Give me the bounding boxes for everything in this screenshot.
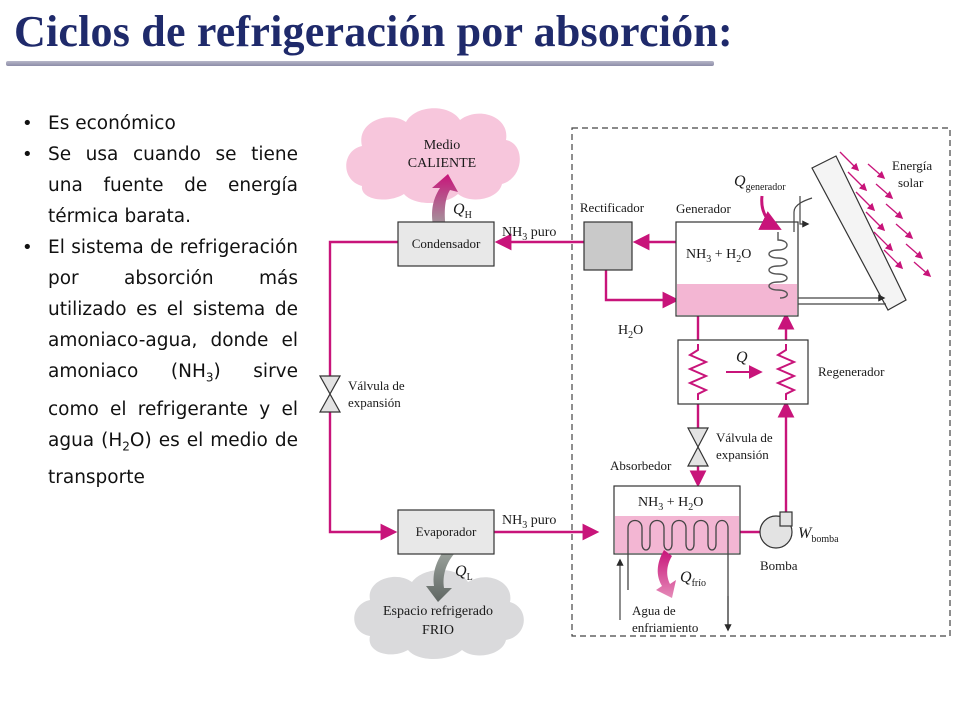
evaporator-box: Evaporador: [397, 509, 495, 555]
system-boundary: [571, 127, 951, 637]
absorber-box: Absorbedor NH3 + H2O Qfrío Agua de enfri…: [610, 458, 741, 635]
regenerator-box: Q Regenerador: [677, 339, 885, 405]
solar-inner-pipe: [799, 196, 810, 228]
q-l-label: QL: [455, 563, 473, 583]
cold-space-cloud: Espacio refrigerado FRIO: [354, 570, 524, 659]
left-valve-line1: Válvula de: [348, 378, 405, 393]
nh3-puro-bottom-label: NH3 puro: [502, 513, 556, 531]
bullet-text: ) sirve como el refrigerante y el agua (…: [48, 361, 299, 451]
hot-medium-cloud: Medio CALIENTE: [346, 108, 520, 203]
rectifier-box: Rectificador: [580, 200, 645, 271]
solar-collector: Energía solar: [793, 151, 932, 311]
condenser-box: Condensador: [397, 221, 495, 267]
solar-panel: [811, 155, 907, 311]
w-pump-label: Wbomba: [798, 525, 839, 545]
q-generator-arrow: [758, 195, 782, 230]
q-generator-label: Qgenerador: [734, 173, 786, 193]
slide-title: Ciclos de refrigeración por absorción:: [14, 7, 733, 56]
left-valve-line2: expansión: [348, 395, 401, 410]
hot-cloud-line2: CALIENTE: [408, 156, 476, 171]
rectifier-return-line: [604, 270, 680, 309]
q-h-label: QH: [453, 201, 472, 221]
cooling-water-line1: Agua de: [632, 603, 676, 618]
q-frio-arrow: [656, 550, 676, 598]
regenerator-coil-right: [775, 344, 797, 400]
condenser-label: Condensador: [412, 236, 481, 251]
title-underline: [6, 61, 714, 66]
condenser-to-valve-line: [328, 240, 398, 376]
absorber-coil: [627, 519, 729, 630]
cold-cloud-line2: FRIO: [422, 623, 454, 638]
right-valve-line2: expansión: [716, 447, 769, 462]
bullet-sistema-amoniaco: El sistema de refrigeración por absorció…: [22, 232, 298, 493]
rectifier-label: Rectificador: [580, 200, 645, 215]
regenerator-coil-left: [687, 344, 709, 400]
refrigerant-flow-lines: [328, 233, 795, 541]
absorber-label: Absorbedor: [610, 458, 672, 473]
cooling-water-line2: enfriamiento: [632, 620, 698, 635]
h2o-label: H2O: [618, 323, 643, 341]
right-expansion-valve: Válvula de expansión: [687, 427, 773, 467]
bullet-text: Es económico: [48, 113, 176, 134]
right-valve-line1: Válvula de: [716, 430, 773, 445]
pump-label: Bomba: [760, 558, 798, 573]
q-h-heat-arrow: QH: [432, 174, 472, 230]
cold-cloud-line1: Espacio refrigerado: [383, 604, 493, 619]
bullet-text: El sistema de refrigeración por absorció…: [48, 237, 298, 382]
hot-cloud-line1: Medio: [424, 138, 461, 153]
solar-rays: [839, 151, 932, 278]
absorber-mixture-label: NH3 + H2O: [638, 495, 703, 513]
generator-box: Generador NH3 + H2O Qgenerador: [675, 173, 799, 317]
generator-coil: [768, 232, 788, 299]
subscript: 2: [122, 439, 130, 454]
bullet-economico: Es económico: [22, 108, 298, 139]
generator-label: Generador: [676, 201, 732, 216]
solar-energy-line2: solar: [898, 175, 924, 190]
bullet-fuente-energia: Se usa cuando se tiene una fuente de ene…: [22, 139, 298, 232]
valve-to-evaporator-line: [328, 412, 398, 541]
generator-mixture-label: NH3 + H2O: [686, 247, 751, 265]
solar-energy-line1: Energía: [892, 158, 932, 173]
subscript: 3: [205, 370, 214, 385]
evaporator-label: Evaporador: [416, 524, 477, 539]
bullet-text: Se usa cuando se tiene una fuente de ene…: [48, 144, 298, 227]
nh3-puro-top-label: NH3 puro: [502, 225, 556, 243]
left-expansion-valve: Válvula de expansión: [318, 375, 405, 413]
pump: Bomba Wbomba: [759, 511, 839, 573]
q-l-heat-arrow: QL: [426, 548, 473, 602]
bullet-list: Es económico Se usa cuando se tiene una …: [22, 108, 298, 493]
q-regenerator-label: Q: [736, 349, 748, 366]
regenerator-label: Regenerador: [818, 364, 885, 379]
q-frio-label: Qfrío: [680, 569, 706, 589]
bullet-text: O) es el medio de transporte: [48, 429, 298, 489]
